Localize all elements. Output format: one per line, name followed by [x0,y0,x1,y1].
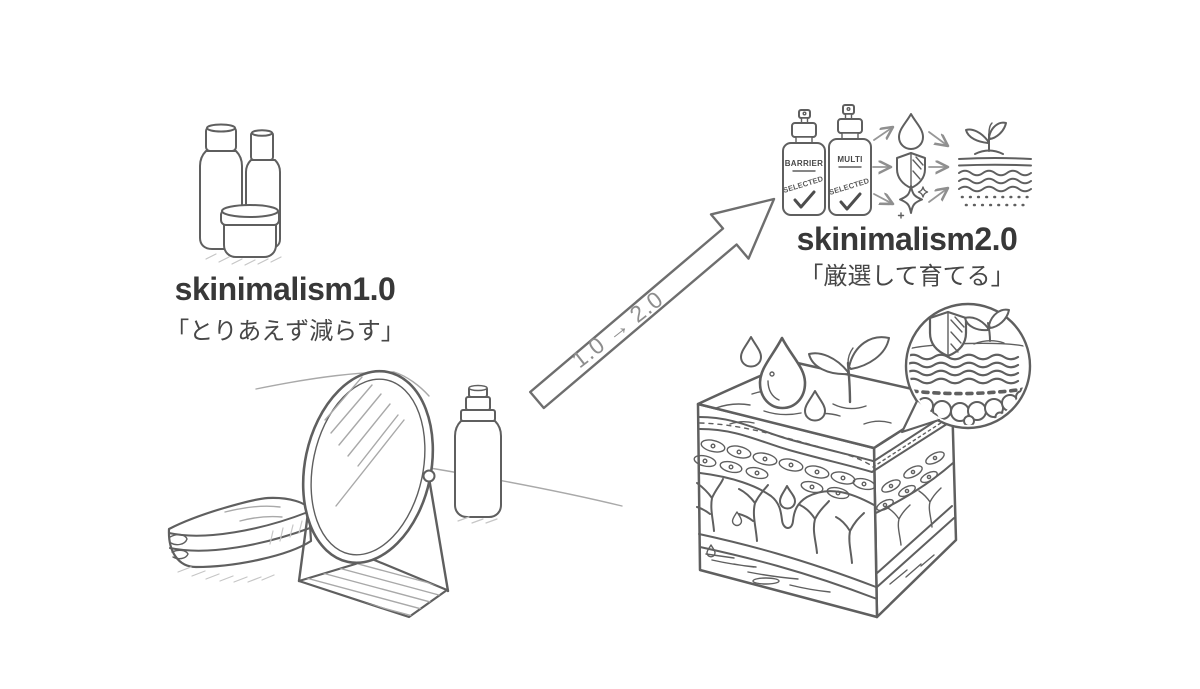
shadow-hatch [178,567,274,582]
left-concept-subtitle: 「とりあえず減らす」 [165,318,405,345]
stand-mirror-icon [285,359,470,634]
barrier-label: BARRIER [785,159,824,168]
check-icon [795,192,814,207]
skin-cross-section-icon [693,337,956,617]
towel-icon [169,498,311,582]
subcutis-band [699,534,877,599]
spray-bottle-barrier-icon: BARRIER SELECTED [782,110,825,215]
magnifier-callout-icon [902,304,1030,432]
cream-jar-icon [221,205,279,257]
glass-hatch [325,377,398,466]
spray-bottle-icon [455,386,501,524]
skincare-products-icon [200,125,281,266]
sprout-icon [965,310,1009,344]
transition-arrow-icon [530,199,774,408]
selection-flow: BARRIER SELECTED MULTI SELECTED [782,105,1031,218]
dermis-vessels [697,479,864,563]
epidermis-cells [693,438,876,500]
shadow-hatch [206,254,281,265]
left-concept-title: skinimalism1.0 [174,271,396,307]
multi-label: MULTI [837,155,862,164]
spray-bottle-multi-icon: MULTI SELECTED [828,105,871,215]
follicle-drop-icon [780,486,795,509]
right-concept-title: skinimalism2.0 [796,221,1018,257]
stratum-corneum-band [699,417,873,472]
water-drops-icon [741,337,825,421]
check-icon [841,194,860,209]
shadow-hatch [458,517,497,523]
sprout-icon [809,337,889,402]
right-concept-subtitle: 「厳選して育てる」 [799,263,1015,290]
water-drop-icon [899,114,923,149]
flow-arrows [873,127,948,204]
sparkle-icon [899,186,928,218]
shield-icon [897,153,925,188]
sprout-soil-icon [959,123,1031,205]
shield-icon [930,312,966,356]
epidermis-boundary [700,473,874,528]
